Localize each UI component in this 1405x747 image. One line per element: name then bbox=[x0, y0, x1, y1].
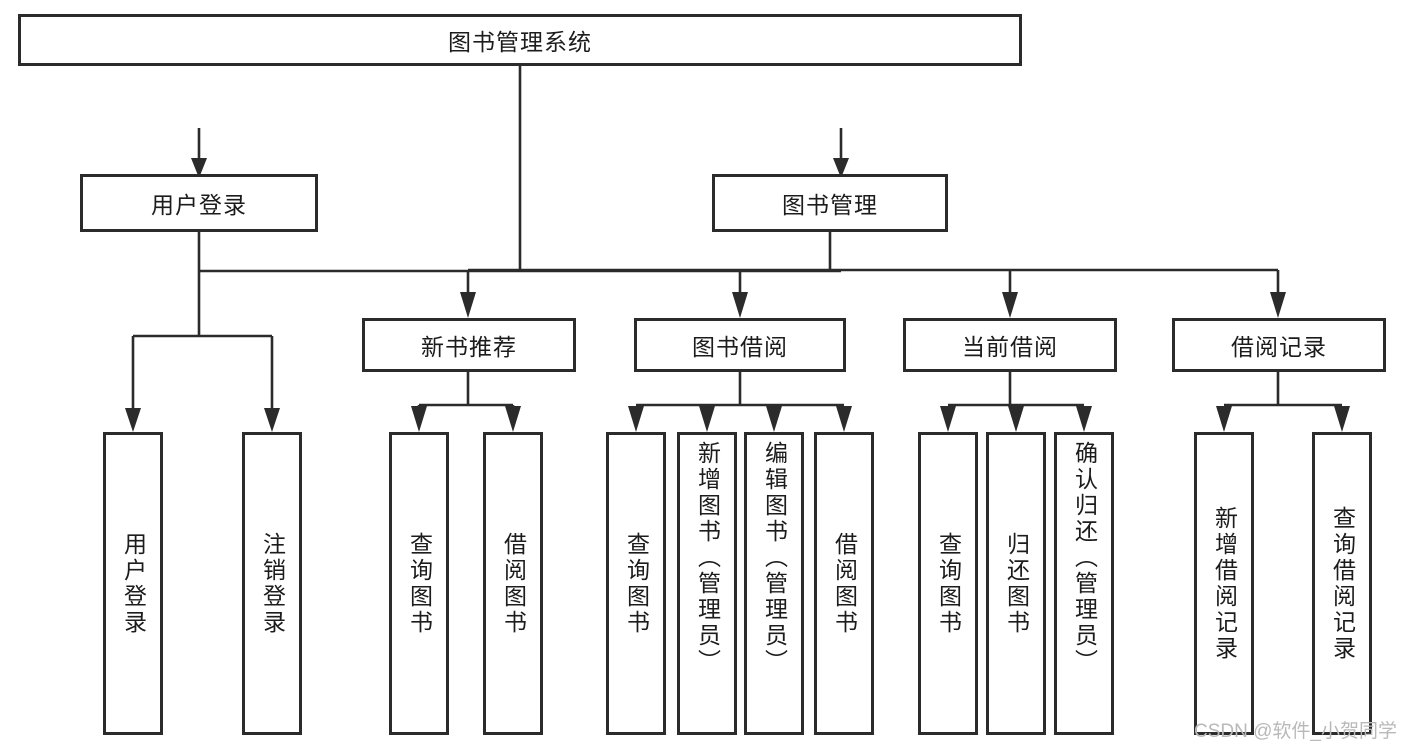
leaf-current-borrow-query-label: 查询图书 bbox=[935, 531, 962, 636]
node-book-borrow[interactable]: 图书借阅 bbox=[634, 318, 846, 372]
leaf-current-borrow-confirm-label: 确认归还（管理员） bbox=[1071, 441, 1098, 675]
leaf-book-borrow-add[interactable]: 新增图书（管理员） bbox=[677, 432, 737, 735]
node-new-book-recommend-label: 新书推荐 bbox=[421, 334, 517, 360]
leaf-book-borrow-borrow-label: 借阅图书 bbox=[831, 531, 858, 636]
leaf-borrow-record-query-label: 查询借阅记录 bbox=[1329, 505, 1356, 662]
arrow-bb-child4 bbox=[836, 406, 852, 432]
leaf-current-borrow-return-label: 归还图书 bbox=[1003, 531, 1030, 636]
leaf-new-book-query[interactable]: 查询图书 bbox=[389, 432, 449, 735]
node-user-login[interactable]: 用户登录 bbox=[80, 174, 318, 232]
node-book-management-label: 图书管理 bbox=[782, 192, 878, 218]
node-borrow-record-label: 借阅记录 bbox=[1231, 334, 1327, 360]
leaf-current-borrow-return[interactable]: 归还图书 bbox=[986, 432, 1046, 735]
arrow-nbr-child1 bbox=[411, 406, 427, 432]
arrow-nbr-child2 bbox=[505, 406, 521, 432]
arrow-level2-borrow-record bbox=[1270, 292, 1286, 318]
leaf-new-book-query-label: 查询图书 bbox=[406, 531, 433, 636]
arrow-cb-child3 bbox=[1076, 406, 1092, 432]
leaf-user-login-login[interactable]: 用户登录 bbox=[103, 432, 163, 735]
leaf-new-book-borrow-label: 借阅图书 bbox=[500, 531, 527, 636]
node-book-management[interactable]: 图书管理 bbox=[712, 174, 948, 232]
node-borrow-record[interactable]: 借阅记录 bbox=[1172, 318, 1386, 372]
leaf-book-borrow-edit-label: 编辑图书（管理员） bbox=[761, 441, 788, 675]
leaf-borrow-record-add-label: 新增借阅记录 bbox=[1211, 505, 1238, 662]
leaf-user-login-login-label: 用户登录 bbox=[120, 531, 147, 636]
leaf-borrow-record-add[interactable]: 新增借阅记录 bbox=[1194, 432, 1254, 735]
leaf-current-borrow-query[interactable]: 查询图书 bbox=[918, 432, 978, 735]
arrow-bb-child3 bbox=[766, 406, 782, 432]
leaf-new-book-borrow[interactable]: 借阅图书 bbox=[483, 432, 543, 735]
node-current-borrow[interactable]: 当前借阅 bbox=[903, 318, 1117, 372]
leaf-borrow-record-query[interactable]: 查询借阅记录 bbox=[1312, 432, 1372, 735]
arrow-ul-child1 bbox=[125, 408, 141, 432]
node-book-borrow-label: 图书借阅 bbox=[692, 334, 788, 360]
leaf-book-borrow-add-label: 新增图书（管理员） bbox=[694, 441, 721, 675]
leaf-book-borrow-borrow[interactable]: 借阅图书 bbox=[814, 432, 874, 735]
node-new-book-recommend[interactable]: 新书推荐 bbox=[362, 318, 576, 372]
leaf-user-login-logout[interactable]: 注销登录 bbox=[242, 432, 302, 735]
arrow-bb-child1 bbox=[628, 406, 644, 432]
arrow-br-child1 bbox=[1216, 406, 1232, 432]
node-root-system[interactable]: 图书管理系统 bbox=[18, 14, 1022, 66]
arrow-level2-new-book bbox=[460, 292, 476, 318]
arrow-br-child2 bbox=[1334, 406, 1350, 432]
arrow-ul-child2 bbox=[264, 408, 280, 432]
arrow-bb-child2 bbox=[699, 406, 715, 432]
leaf-current-borrow-confirm[interactable]: 确认归还（管理员） bbox=[1054, 432, 1114, 735]
arrow-level2-book-borrow bbox=[732, 292, 748, 318]
arrow-cb-child1 bbox=[940, 406, 956, 432]
arrow-book-mgmt bbox=[833, 158, 849, 178]
arrow-user-login bbox=[191, 158, 207, 178]
node-user-login-label: 用户登录 bbox=[151, 192, 247, 218]
node-current-borrow-label: 当前借阅 bbox=[962, 334, 1058, 360]
arrow-cb-child2 bbox=[1008, 406, 1024, 432]
leaf-book-borrow-edit[interactable]: 编辑图书（管理员） bbox=[744, 432, 804, 735]
leaf-book-borrow-query[interactable]: 查询图书 bbox=[606, 432, 666, 735]
leaf-book-borrow-query-label: 查询图书 bbox=[623, 531, 650, 636]
arrow-level2-current-borrow bbox=[1002, 292, 1018, 318]
node-root-system-label: 图书管理系统 bbox=[448, 29, 592, 55]
leaf-user-login-logout-label: 注销登录 bbox=[259, 531, 286, 636]
